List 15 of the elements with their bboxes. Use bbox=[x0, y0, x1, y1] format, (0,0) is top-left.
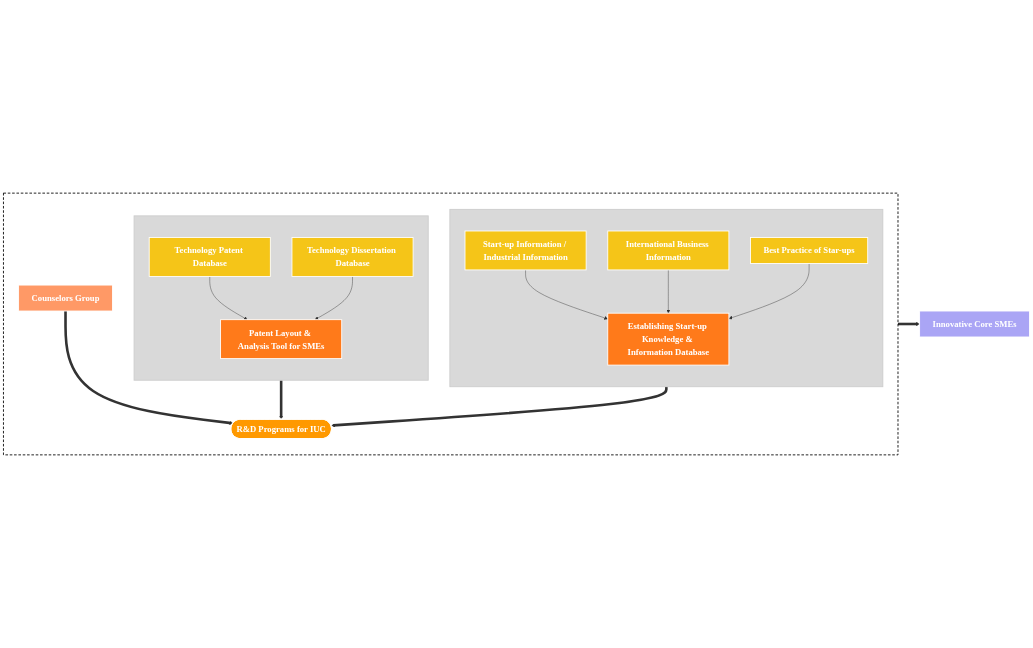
node-box: Counselors Group bbox=[18, 284, 113, 312]
node-box: Start-up Information / Industrial Information bbox=[464, 230, 587, 271]
node-box: Establishing Start-up Knowledge & Information Database bbox=[607, 312, 730, 366]
node-box: Technology Dissertation Database bbox=[291, 237, 414, 277]
arrow bbox=[898, 322, 920, 326]
node-box: Innovative Core SMEs bbox=[919, 310, 1030, 338]
cluster bbox=[449, 208, 884, 388]
node-box: International Business Information bbox=[607, 230, 730, 271]
cluster bbox=[3, 192, 899, 456]
cluster bbox=[133, 215, 429, 381]
arrow bbox=[279, 380, 284, 420]
node-box: Patent Layout & Analysis Tool for SMEs bbox=[220, 319, 343, 360]
node-box: Best Practice of Star-ups bbox=[750, 237, 869, 264]
node-box: Technology Patent Database bbox=[148, 237, 271, 277]
arrow bbox=[64, 311, 234, 425]
